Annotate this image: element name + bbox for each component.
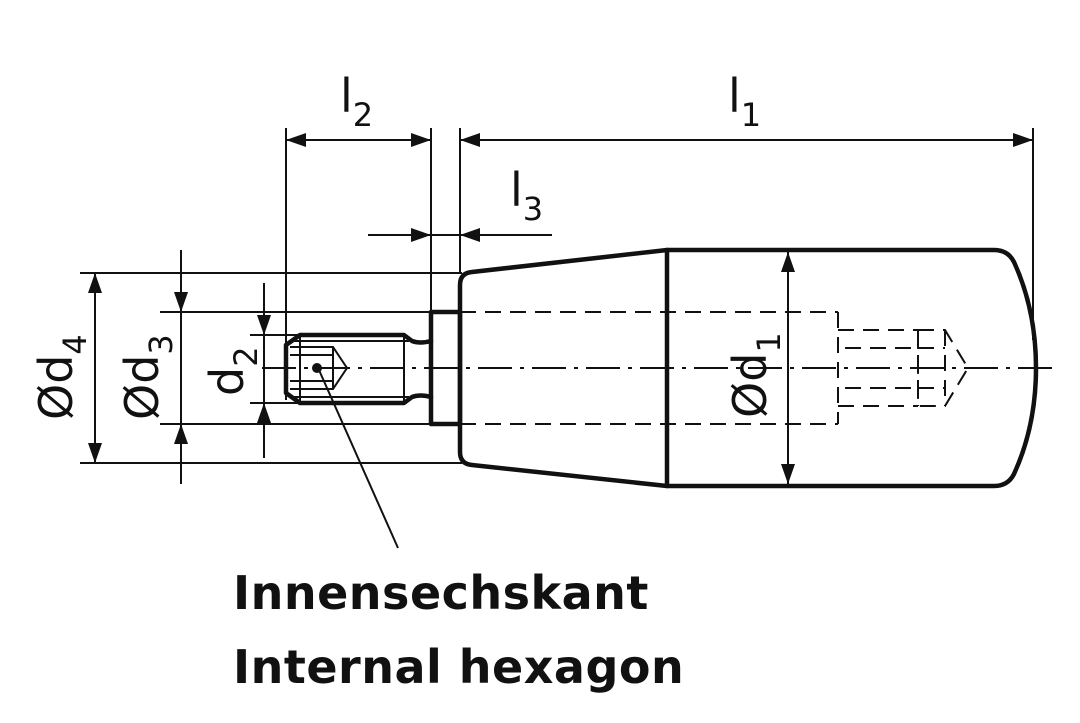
callout-label-german: Innensechskant	[233, 566, 649, 620]
dimension-labels: l2 l1 l3 Ød4 Ød3 d2 Ød1	[29, 69, 788, 420]
label-d1: Ød1	[723, 332, 788, 418]
callout-leader	[318, 369, 399, 549]
callout-label-english: Internal hexagon	[233, 640, 685, 694]
label-l1: l1	[728, 69, 761, 134]
label-l2: l2	[340, 69, 373, 134]
label-d4: Ød4	[29, 334, 94, 420]
extension-lines	[80, 128, 1034, 464]
label-d2: d2	[200, 346, 265, 396]
label-l3: l3	[510, 163, 543, 228]
dimension-lines	[88, 133, 1033, 484]
label-d3: Ød3	[115, 334, 180, 420]
